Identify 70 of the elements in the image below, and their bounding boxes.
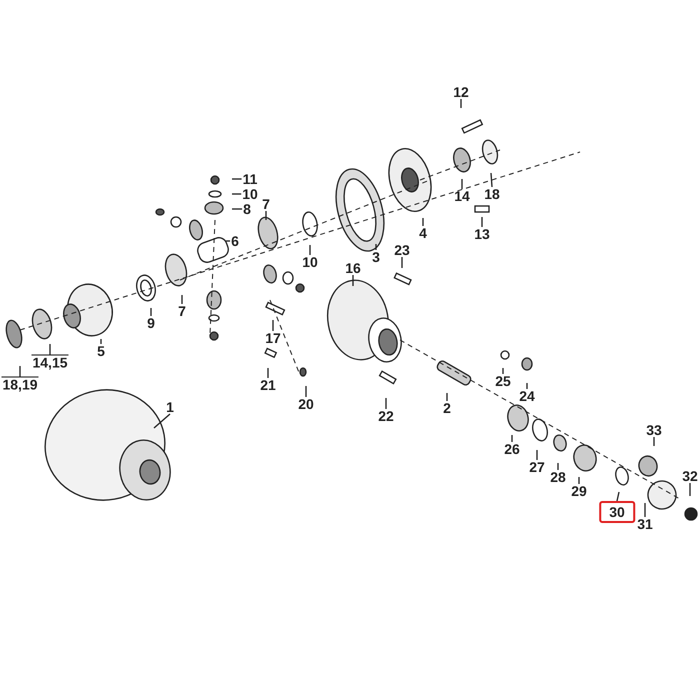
leader-line <box>232 208 242 210</box>
leader-line <box>49 344 51 354</box>
callout-number: 6 <box>230 234 240 248</box>
callout-number: 12 <box>452 85 470 99</box>
callout-number: 20 <box>297 397 315 411</box>
leader-line <box>181 295 183 304</box>
leader-line <box>481 217 483 227</box>
callout-number: 16 <box>344 261 362 275</box>
callout-number: 25 <box>494 374 512 388</box>
callout-number: 5 <box>96 344 106 358</box>
leader-line <box>267 368 269 378</box>
callout-number: 31 <box>636 517 654 531</box>
callout-number: 2 <box>442 401 452 415</box>
callout-number: 11 <box>242 172 258 186</box>
leader-line <box>100 339 102 344</box>
callout-number: 33 <box>645 423 663 437</box>
callout-number: 28 <box>549 470 567 484</box>
callout-number: 4 <box>418 226 428 240</box>
callout-number: 24 <box>518 389 536 403</box>
callout-number: 30 <box>599 501 635 523</box>
leader-line <box>226 240 230 242</box>
callout-number: 8 <box>242 202 252 216</box>
leader-line <box>460 99 462 108</box>
leader-line <box>536 450 538 460</box>
callout-number: 7 <box>177 304 187 318</box>
leader-line <box>653 437 655 446</box>
leader-line <box>689 483 691 496</box>
callout-number: 27 <box>528 460 546 474</box>
callout-number: 1 <box>165 400 175 414</box>
leader-line <box>385 398 387 409</box>
leader-line <box>422 218 424 226</box>
callout-number: 22 <box>377 409 395 423</box>
leader-line <box>511 435 513 442</box>
callout-number: 29 <box>570 484 588 498</box>
leader-line <box>446 393 448 401</box>
leader-line <box>375 244 377 250</box>
leader-line <box>616 492 620 502</box>
leader-line <box>557 463 559 470</box>
leader-line <box>352 275 354 286</box>
leader-line <box>309 245 311 255</box>
callout-number: 23 <box>393 243 411 257</box>
leader-line <box>232 178 242 180</box>
callout-number: 17 <box>264 331 282 345</box>
callout-number: 26 <box>503 442 521 456</box>
leader-line <box>526 383 528 389</box>
leader-line <box>644 503 646 517</box>
callout-number: 9 <box>146 316 156 330</box>
callout-number: 14 <box>453 189 471 203</box>
leader-line <box>502 368 504 374</box>
callout-number: 32 <box>681 469 699 483</box>
callout-number: 18,19 <box>1 376 39 392</box>
leader-line <box>490 172 493 188</box>
callout-number: 14,15 <box>31 354 69 370</box>
callout-number: 10 <box>301 255 319 269</box>
callout-number: 13 <box>473 227 491 241</box>
callout-number: 21 <box>259 378 277 392</box>
leader-line <box>305 386 307 397</box>
leader-line <box>578 477 580 484</box>
leader-line <box>461 179 463 189</box>
leader-line <box>401 257 403 268</box>
leader-line <box>232 193 242 195</box>
callout-number: 18 <box>483 187 501 201</box>
callout-number: 10 <box>241 187 259 201</box>
leader-line <box>272 320 274 331</box>
leader-line <box>150 308 152 316</box>
leader-line <box>265 211 267 220</box>
callout-number: 7 <box>261 197 271 211</box>
leader-line <box>19 366 21 376</box>
callout-number: 3 <box>371 250 381 264</box>
leader-line <box>154 414 170 428</box>
